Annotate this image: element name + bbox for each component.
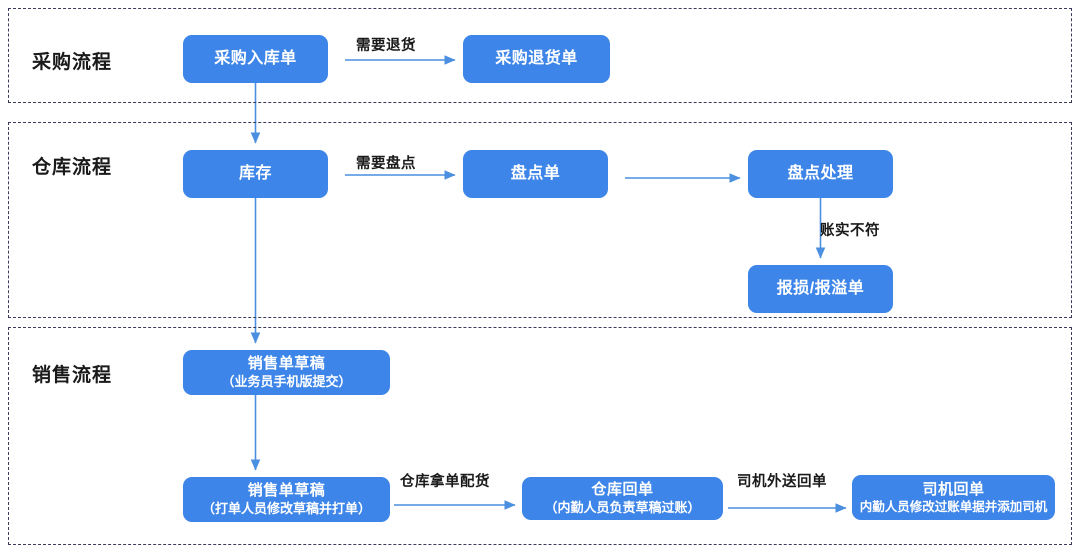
node-title: 盘点处理	[787, 164, 854, 182]
node-loss-overflow-order[interactable]: 报损/报溢单	[748, 265, 893, 313]
node-stock[interactable]: 库存	[183, 150, 328, 198]
node-warehouse-receipt[interactable]: 仓库回单 （内勤人员负责草稿过账）	[522, 477, 723, 520]
node-subtitle: （打单人员修改草稿并打单）	[201, 500, 371, 516]
node-stocktake-processing[interactable]: 盘点处理	[748, 150, 893, 198]
node-subtitle: （内勤人员负责草稿过账）	[544, 499, 701, 515]
section-label-warehouse: 仓库流程	[32, 157, 113, 178]
edge-label-driver-deliver-receipt: 司机外送回单	[737, 474, 827, 490]
section-sales	[8, 327, 1072, 545]
node-stocktake-order[interactable]: 盘点单	[463, 150, 608, 198]
node-title: 库存	[238, 164, 272, 182]
node-title: 司机回单	[922, 480, 985, 498]
node-subtitle: 内勤人员修改过账单据并添加司机	[859, 499, 1048, 514]
edge-label-need-stocktake: 需要盘点	[356, 156, 416, 172]
node-sales-order-draft-mobile[interactable]: 销售单草稿 （业务员手机版提交）	[183, 350, 390, 395]
node-title: 销售单草稿	[247, 482, 326, 500]
edge-label-warehouse-pick-dispatch: 仓库拿单配货	[400, 474, 490, 490]
edge-label-account-mismatch: 账实不符	[820, 223, 880, 239]
section-purchase	[8, 8, 1072, 103]
section-warehouse	[8, 122, 1072, 318]
node-title: 销售单草稿	[247, 355, 326, 373]
node-purchase-inbound-order[interactable]: 采购入库单	[183, 35, 328, 83]
section-label-purchase: 采购流程	[32, 52, 113, 73]
node-sales-order-draft-printed[interactable]: 销售单草稿 （打单人员修改草稿并打单）	[183, 477, 390, 522]
section-label-sales: 销售流程	[32, 365, 113, 386]
edge-label-need-return: 需要退货	[356, 38, 416, 54]
node-title: 报损/报溢单	[776, 279, 865, 297]
node-title: 采购退货单	[495, 49, 578, 67]
node-subtitle: （业务员手机版提交）	[221, 373, 352, 389]
node-purchase-return-order[interactable]: 采购退货单	[463, 35, 610, 83]
node-title: 采购入库单	[214, 49, 297, 67]
node-title: 盘点单	[510, 164, 561, 182]
node-driver-receipt[interactable]: 司机回单 内勤人员修改过账单据并添加司机	[852, 475, 1055, 520]
node-title: 仓库回单	[591, 481, 654, 499]
